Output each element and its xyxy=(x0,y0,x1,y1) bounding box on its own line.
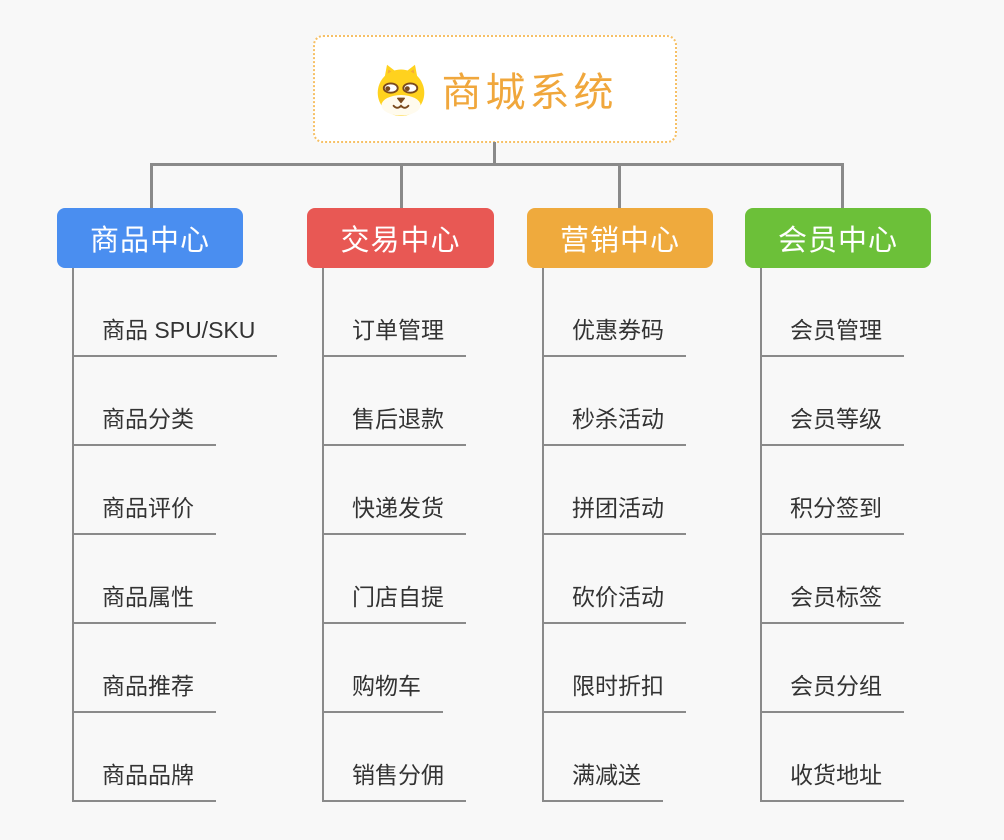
leaf-node[interactable]: 商品品牌 xyxy=(72,713,216,802)
leaf-label: 商品属性 xyxy=(72,578,216,624)
leaf-node[interactable]: 商品评价 xyxy=(72,446,216,535)
leaf-label: 会员分组 xyxy=(760,667,904,713)
branch-children-marketing-center: 优惠券码 秒杀活动 拼团活动 砍价活动 限时折扣 满减送 xyxy=(542,268,686,802)
leaf-node[interactable]: 商品属性 xyxy=(72,535,216,624)
leaf-label: 商品 SPU/SKU xyxy=(72,311,278,357)
dog-face-icon xyxy=(373,62,429,116)
branch-children-trade-center: 订单管理 售后退款 快递发货 门店自提 购物车 销售分佣 xyxy=(322,268,466,802)
leaf-label: 收货地址 xyxy=(760,756,904,802)
connector-branch-stub xyxy=(841,163,844,209)
leaf-label: 限时折扣 xyxy=(542,667,686,713)
leaf-label: 会员标签 xyxy=(760,578,904,624)
branch-node-product-center[interactable]: 商品中心 xyxy=(57,208,243,268)
leaf-node[interactable]: 快递发货 xyxy=(322,446,466,535)
branch-node-member-center[interactable]: 会员中心 xyxy=(745,208,931,268)
leaf-node[interactable]: 满减送 xyxy=(542,713,663,802)
leaf-node[interactable]: 会员标签 xyxy=(760,535,904,624)
branch-children-product-center: 商品 SPU/SKU 商品分类 商品评价 商品属性 商品推荐 商品品牌 xyxy=(72,268,278,802)
leaf-label: 商品评价 xyxy=(72,489,216,535)
leaf-node[interactable]: 会员等级 xyxy=(760,357,904,446)
leaf-label: 快递发货 xyxy=(322,489,466,535)
leaf-label: 商品分类 xyxy=(72,400,216,446)
leaf-label: 订单管理 xyxy=(322,311,466,357)
leaf-node[interactable]: 秒杀活动 xyxy=(542,357,686,446)
leaf-label: 秒杀活动 xyxy=(542,400,686,446)
leaf-label: 会员等级 xyxy=(760,400,904,446)
leaf-label: 拼团活动 xyxy=(542,489,686,535)
connector-root-vertical xyxy=(493,142,496,164)
leaf-node[interactable]: 购物车 xyxy=(322,624,443,713)
leaf-label: 积分签到 xyxy=(760,489,904,535)
branch-children-member-center: 会员管理 会员等级 积分签到 会员标签 会员分组 收货地址 xyxy=(760,268,904,802)
branch-node-trade-center[interactable]: 交易中心 xyxy=(307,208,494,268)
leaf-label: 优惠券码 xyxy=(542,311,686,357)
connector-column-spine xyxy=(542,268,544,802)
leaf-label: 满减送 xyxy=(542,756,663,802)
connector-branch-stub xyxy=(400,163,403,209)
connector-column-spine xyxy=(760,268,762,802)
leaf-label: 门店自提 xyxy=(322,578,466,624)
leaf-label: 商品推荐 xyxy=(72,667,216,713)
leaf-node[interactable]: 会员管理 xyxy=(760,268,904,357)
leaf-label: 砍价活动 xyxy=(542,578,686,624)
leaf-label: 会员管理 xyxy=(760,311,904,357)
leaf-node[interactable]: 商品 SPU/SKU xyxy=(72,268,278,357)
connector-column-spine xyxy=(322,268,324,802)
leaf-node[interactable]: 砍价活动 xyxy=(542,535,686,624)
leaf-node[interactable]: 积分签到 xyxy=(760,446,904,535)
connector-branch-stub xyxy=(618,163,621,209)
leaf-node[interactable]: 订单管理 xyxy=(322,268,466,357)
leaf-node[interactable]: 商品分类 xyxy=(72,357,216,446)
branch-node-marketing-center[interactable]: 营销中心 xyxy=(527,208,713,268)
leaf-node[interactable]: 收货地址 xyxy=(760,713,904,802)
leaf-node[interactable]: 优惠券码 xyxy=(542,268,686,357)
leaf-node[interactable]: 会员分组 xyxy=(760,624,904,713)
leaf-label: 商品品牌 xyxy=(72,756,216,802)
connector-main-horizontal xyxy=(150,163,844,166)
leaf-node[interactable]: 拼团活动 xyxy=(542,446,686,535)
leaf-node[interactable]: 售后退款 xyxy=(322,357,466,446)
leaf-node[interactable]: 销售分佣 xyxy=(322,713,466,802)
leaf-label: 购物车 xyxy=(322,667,443,713)
connector-branch-stub xyxy=(150,163,153,209)
connector-column-spine xyxy=(72,268,74,802)
leaf-node[interactable]: 门店自提 xyxy=(322,535,466,624)
root-node[interactable]: 商城系统 xyxy=(313,35,677,143)
leaf-node[interactable]: 商品推荐 xyxy=(72,624,216,713)
leaf-label: 销售分佣 xyxy=(322,756,466,802)
root-title: 商城系统 xyxy=(441,71,618,115)
leaf-node[interactable]: 限时折扣 xyxy=(542,624,686,713)
leaf-label: 售后退款 xyxy=(322,400,466,446)
